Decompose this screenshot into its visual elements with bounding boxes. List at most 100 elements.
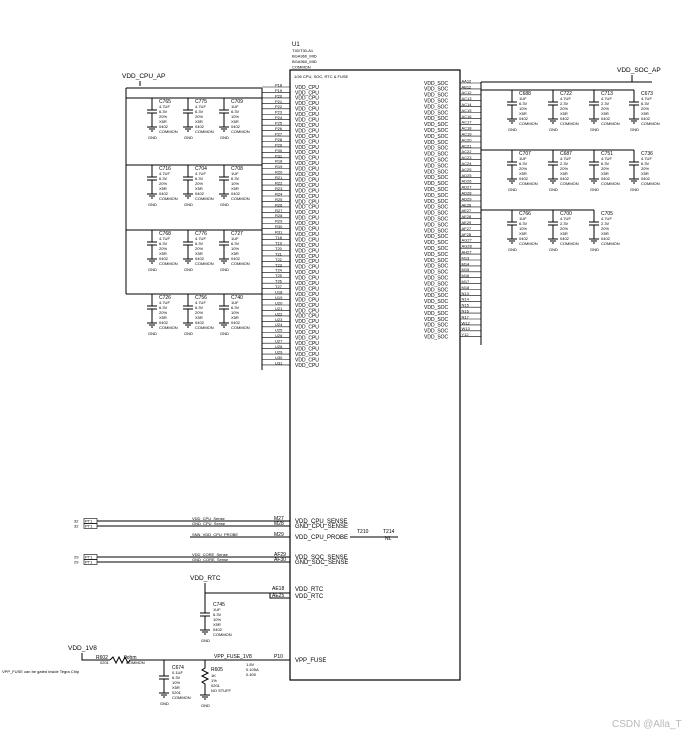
ground-symbol — [589, 114, 599, 124]
capacitor-ref: C727 — [231, 231, 243, 237]
soc-pin-name: VDD_SOC — [424, 146, 449, 152]
capacitor-spec: 4.7UF — [601, 156, 612, 161]
cpu-pin-number: U23 — [275, 317, 283, 322]
capacitor-ref: C766 — [519, 211, 531, 217]
capacitor-spec: X5R — [231, 315, 239, 320]
rtc-net-2: VDD_RTC — [295, 594, 324, 600]
cpu-pin-number: T19 — [275, 240, 283, 245]
testpoint-t214: T214 — [383, 529, 395, 535]
cpu-pin-number: R31 — [275, 230, 283, 235]
capacitor-symbol — [589, 94, 599, 114]
capacitor-spec: 20% — [560, 226, 568, 231]
soc-pin-name: VDD_SOC — [424, 287, 449, 293]
cpu-pin-number: P20 — [275, 93, 283, 98]
chip-part-line: T40/T30-A1 — [292, 48, 314, 53]
capacitor-spec: 20% — [159, 181, 167, 186]
gnd-label: GND — [590, 127, 599, 132]
cpu-pin-name: VDD_CPU — [295, 134, 319, 140]
watermark: CSDN @Alla_T — [612, 719, 682, 730]
soc-pin-number: AC23 — [462, 155, 473, 160]
capacitor-spec: 0402 — [601, 236, 611, 241]
ground-symbol — [147, 318, 157, 328]
capacitor-spec: 4.7UF — [195, 171, 206, 176]
capacitor-spec: 10% — [213, 617, 221, 622]
cpu-pin-name: VDD_CPU — [295, 308, 319, 314]
capacitor-symbol — [548, 214, 558, 234]
ground-symbol — [159, 688, 169, 698]
gnd-label: GND — [508, 247, 517, 252]
r602-ref: R602 — [96, 655, 108, 661]
capacitor-spec: 1UF — [519, 216, 527, 221]
capacitor-symbol — [507, 214, 517, 234]
gnd-label: GND — [148, 202, 157, 207]
gnd-label: GND — [201, 703, 210, 708]
section-title: 1/26 CPU, SOC, RTC & FUSE — [294, 74, 348, 79]
soc-pin-name: VDD_SOC — [424, 329, 449, 335]
capacitor-symbol — [589, 214, 599, 234]
cpu-pin-number: U25 — [275, 328, 283, 333]
capacitor-spec: X5R — [195, 186, 203, 191]
ground-symbol — [548, 234, 558, 244]
cpu-pin-name: VDD_CPU — [295, 128, 319, 134]
capacitor-spec: COMMON — [519, 181, 538, 186]
chip-ref: U1 — [292, 42, 300, 48]
soc-pin-name: VDD_SOC — [424, 116, 449, 122]
soc-pin-name: VDD_SOC — [424, 187, 449, 193]
capacitor-spec: 2.3V — [601, 221, 610, 226]
ground-symbol — [589, 174, 599, 184]
soc-pin-number: Y12 — [462, 332, 470, 337]
capacitor-spec: COMMON — [519, 241, 538, 246]
capacitor-spec: COMMON — [159, 129, 178, 134]
cpu-pin-number: T20 — [275, 246, 283, 251]
soc-pin-name: VDD_SOC — [424, 140, 449, 146]
soc-pin-name: VDD_SOC — [424, 104, 449, 110]
soc-pin-name: VDD_SOC — [424, 110, 449, 116]
ground-symbol — [219, 122, 229, 132]
capacitor-spec: 6.3V — [195, 241, 204, 246]
capacitor-spec: 20% — [195, 114, 203, 119]
capacitor-spec: 6.3V — [641, 161, 650, 166]
capacitor-ref: C726 — [159, 295, 171, 301]
soc-pin-name: VDD_SOC — [424, 264, 449, 270]
capacitor-symbol — [548, 94, 558, 114]
r605-symbol — [200, 660, 210, 690]
soc-pin-name: VDD_SOC — [424, 193, 449, 199]
cpu-pin-name: VDD_CPU — [295, 183, 319, 189]
soc-pin-name: VDD_SOC — [424, 258, 449, 264]
capacitor-spec: COMMON — [213, 632, 232, 637]
sense-net-label: VDD_CORE_Sense — [192, 552, 229, 557]
soc-pin-name: VDD_SOC — [424, 305, 449, 311]
cpu-pin-number: P19 — [275, 88, 283, 93]
cpu-pin-name: VDD_CPU — [295, 172, 319, 178]
cpu-pin-name: VDD_CPU — [295, 194, 319, 200]
soc-rail-bus — [480, 75, 652, 345]
capacitor-spec: COMMON — [601, 121, 620, 126]
capacitor-symbol — [219, 102, 229, 122]
soc-pin-number: AD29 — [462, 196, 473, 201]
soc-pin-name: VDD_SOC — [424, 81, 449, 87]
soc-pin-number: M18 — [462, 285, 471, 290]
soc-pin-number: AC25 — [462, 167, 473, 172]
capacitor-symbol — [629, 154, 639, 174]
sense-pin-name: GND_SOC_SENSE — [295, 560, 348, 566]
cpu-pin-name: VDD_CPU — [295, 188, 319, 194]
soc-pin-number: AG27 — [462, 238, 473, 243]
gnd-label: GND — [220, 135, 229, 140]
capacitor-spec: 10% — [172, 680, 180, 685]
capacitor-symbol — [183, 298, 193, 318]
cpu-pin-number: R30 — [275, 224, 283, 229]
cpu-pin-number: P23 — [275, 110, 283, 115]
fuse-net-label: VPP_FUSE_1V8 — [214, 654, 252, 660]
capacitor-spec: 0402 — [195, 124, 205, 129]
capacitor-spec: COMMON — [641, 181, 660, 186]
ic-body — [289, 69, 461, 681]
sense-pin-name: VDD_CPU_SENSE — [295, 519, 347, 525]
cpu-pin-number: T21 — [275, 251, 283, 256]
capacitor-spec: 10% — [231, 310, 239, 315]
capacitor-spec: COMMON — [641, 121, 660, 126]
cpu-pin-number: R29 — [275, 219, 283, 224]
soc-pin-name: VDD_SOC — [424, 122, 449, 128]
capacitor-spec: 4.7UF — [159, 300, 170, 305]
capacitor-spec: 4.7UF — [159, 104, 170, 109]
